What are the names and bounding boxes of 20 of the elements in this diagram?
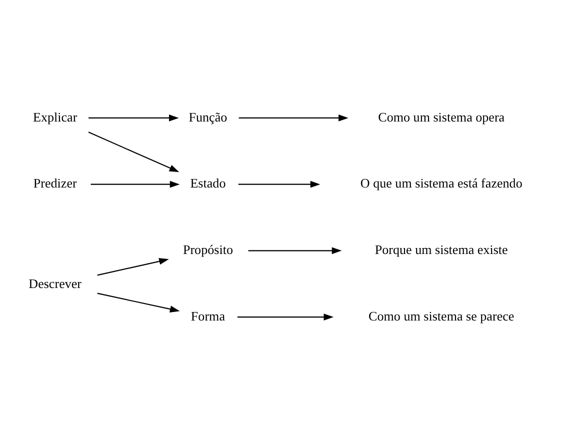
node-text: Predizer: [33, 176, 77, 191]
arrow: [97, 292, 180, 312]
node-text: Porque um sistema existe: [374, 242, 508, 258]
arrow: [238, 114, 348, 122]
node-text: Estado: [190, 176, 226, 191]
arrow: [90, 180, 180, 188]
node-text: O que um sistema está fazendo: [360, 176, 522, 191]
node-text: Como um sistema opera: [378, 109, 505, 124]
arrow: [88, 114, 179, 122]
arrow: [97, 258, 169, 276]
arrow: [248, 247, 342, 254]
node-text: Explicar: [33, 109, 78, 124]
node-text: Descrever: [28, 276, 82, 291]
arrow: [88, 132, 180, 172]
node-text: Forma: [190, 308, 226, 324]
node-text: Como um sistema se parece: [368, 308, 514, 324]
node-text: Propósito: [182, 242, 233, 258]
arrow: [238, 180, 320, 188]
arrow: [237, 314, 334, 320]
node-text: Função: [188, 109, 228, 124]
